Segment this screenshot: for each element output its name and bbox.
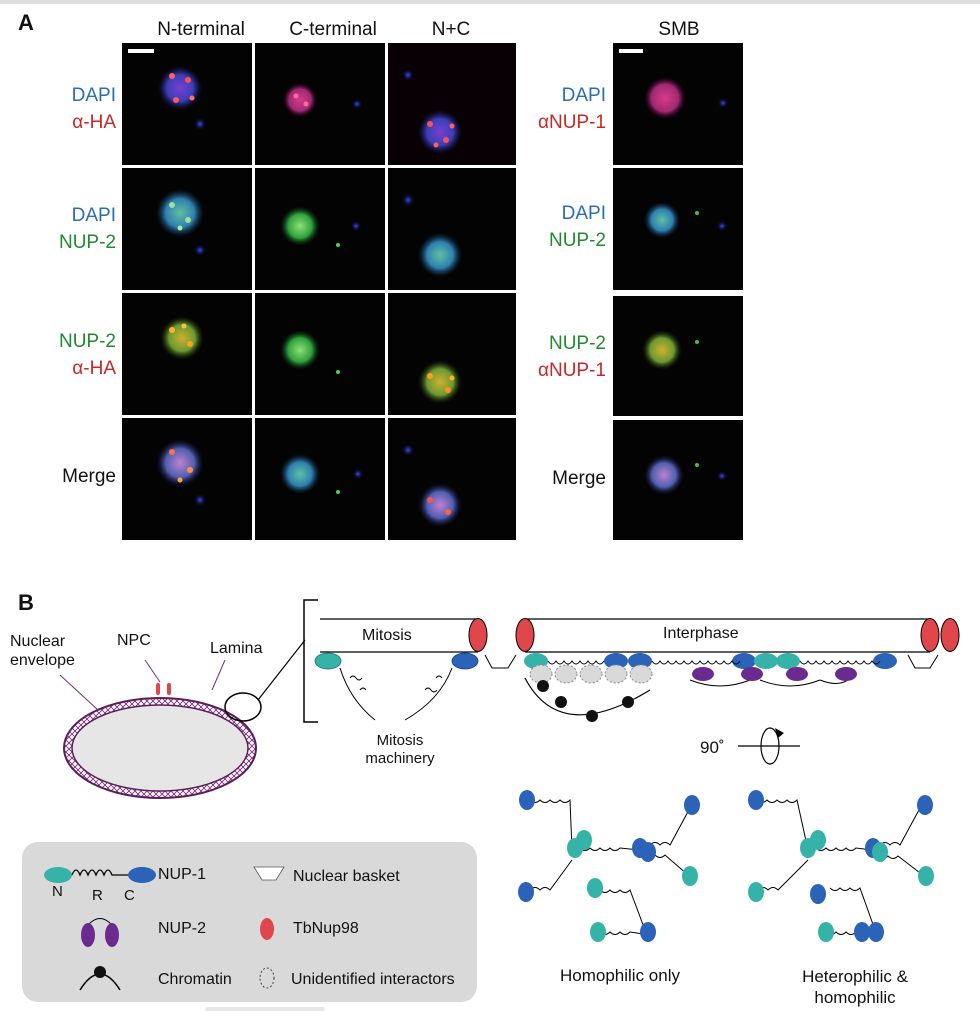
nucleus-diagram bbox=[60, 640, 305, 798]
microscopy-grid bbox=[0, 0, 980, 545]
legend-c: C bbox=[124, 887, 135, 904]
rotation-arrow-icon bbox=[738, 728, 800, 764]
nup2-legend-icon bbox=[81, 919, 119, 948]
legend-n: N bbox=[52, 883, 63, 900]
legend-nup1: NUP-1 bbox=[158, 866, 206, 884]
homophilic-network bbox=[518, 790, 700, 942]
legend-chromatin: Chromatin bbox=[158, 971, 232, 989]
legend-tbnup98: TbNup98 bbox=[293, 920, 359, 938]
mitosis-envelope bbox=[315, 619, 516, 721]
heterophilic-network bbox=[748, 790, 934, 942]
legend-nuclear-basket: Nuclear basket bbox=[293, 868, 400, 886]
nuclear-basket-legend-icon bbox=[254, 867, 284, 880]
interphase-envelope bbox=[516, 619, 959, 723]
chromatin-legend-icon bbox=[80, 966, 120, 990]
legend-nup2: NUP-2 bbox=[158, 920, 206, 938]
tbnup98-legend-icon bbox=[260, 918, 274, 940]
unidentified-interactors-legend-icon bbox=[260, 968, 274, 988]
bottom-scroll-indicator bbox=[205, 1007, 325, 1011]
legend-unidentified-interactors: Unidentified interactors bbox=[291, 971, 455, 989]
legend-r: R bbox=[92, 887, 103, 904]
nup1-legend-icon bbox=[44, 867, 156, 883]
